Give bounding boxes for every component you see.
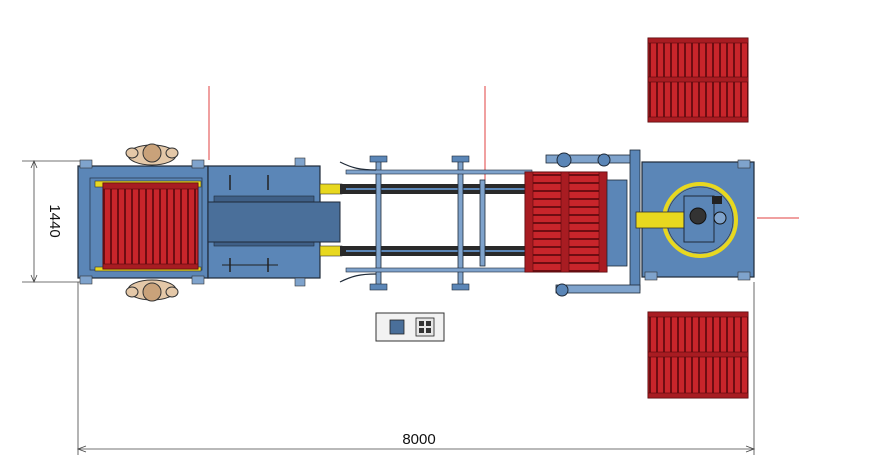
- button-block: [415, 317, 435, 337]
- belt-conveyor: [207, 183, 530, 257]
- chain-conveyor-frame: [339, 155, 533, 291]
- turntable-base: [635, 159, 755, 281]
- wrapper-arm: [545, 149, 641, 297]
- dim-height-label: 1440: [46, 204, 63, 237]
- dim-width-label: 8000: [402, 431, 435, 448]
- dimension-1440: [22, 159, 88, 284]
- loading-station: [77, 159, 209, 285]
- pallet-output-bottom: [647, 311, 749, 399]
- dimension-8000: [76, 282, 756, 455]
- worker-bottom: [125, 279, 179, 302]
- reference-lines: [208, 86, 799, 219]
- pallet-on-loader: [102, 182, 199, 270]
- pallet-output-top: [647, 37, 749, 123]
- hmi-screen: [389, 319, 405, 335]
- control-panel: [375, 312, 445, 342]
- pallet-transfer: [524, 171, 628, 273]
- worker-top: [125, 143, 179, 166]
